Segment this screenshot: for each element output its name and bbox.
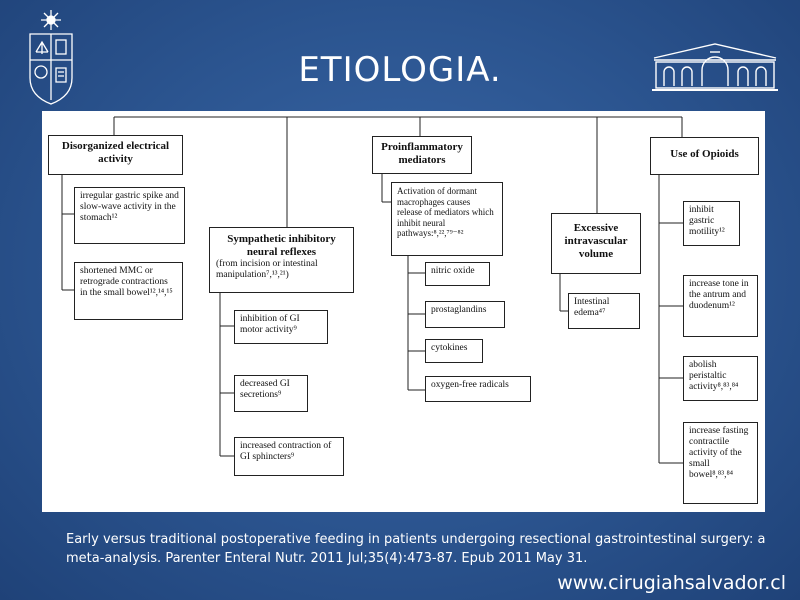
proinflammatory-header: Proinflammatory mediators xyxy=(372,136,472,174)
opioids-item-4: increase fasting contractile activity of… xyxy=(683,422,758,504)
citation-line-1: Early versus traditional postoperative f… xyxy=(66,532,766,547)
opioids-item-1: inhibit gastric motility¹² xyxy=(683,201,740,246)
connector-lines xyxy=(61,116,683,464)
citation-line-2: meta-analysis. Parenter Enteral Nutr. 20… xyxy=(66,551,588,566)
disorganized-item-1: irregular gastric spike and slow-wave ac… xyxy=(74,187,185,244)
mediator-item-2: prostaglandins xyxy=(425,301,505,328)
opioids-header: Use of Opioids xyxy=(650,137,759,175)
opioids-item-3: abolish peristaltic activity⁸,⁸³,⁸⁴ xyxy=(683,356,758,401)
mediator-item-3: cytokines xyxy=(425,339,483,363)
sympathetic-item-1: inhibition of GI motor activity⁹ xyxy=(234,310,328,344)
slide-title: ETIOLOGIA. xyxy=(298,50,502,90)
disorganized-electrical-header: Disorganized electrical activity xyxy=(48,135,183,175)
excessive-volume-header: Excessive intravascular volume xyxy=(551,213,641,274)
sympathetic-subtitle: (from incision or intestinal manipulatio… xyxy=(216,259,318,280)
sympathetic-title: Sympathetic inhibitory neural reflexes xyxy=(227,233,336,258)
etiology-diagram: Disorganized electrical activity irregul… xyxy=(42,111,765,512)
website-url: www.cirugiahsalvador.cl xyxy=(557,572,786,594)
hospital-building-icon xyxy=(652,43,778,91)
excessive-item-1: Intestinal edema⁴⁷ xyxy=(568,293,640,329)
citation-caption: Early versus traditional postoperative f… xyxy=(66,530,766,568)
opioids-item-2: increase tone in the antrum and duodenum… xyxy=(683,275,758,337)
disorganized-item-2: shortened MMC or retrograde contractions… xyxy=(74,262,183,320)
sympathetic-item-3: increased contraction of GI sphincters⁹ xyxy=(234,437,344,476)
university-crest-icon xyxy=(29,10,73,105)
mediator-item-4: oxygen-free radicals xyxy=(425,376,531,402)
sympathetic-item-2: decreased GI secretions⁹ xyxy=(234,375,308,412)
sympathetic-header: Sympathetic inhibitory neural reflexes (… xyxy=(209,227,354,293)
proinflammatory-activation: Activation of dormant macrophages causes… xyxy=(391,182,503,256)
mediator-item-1: nitric oxide xyxy=(425,262,490,286)
